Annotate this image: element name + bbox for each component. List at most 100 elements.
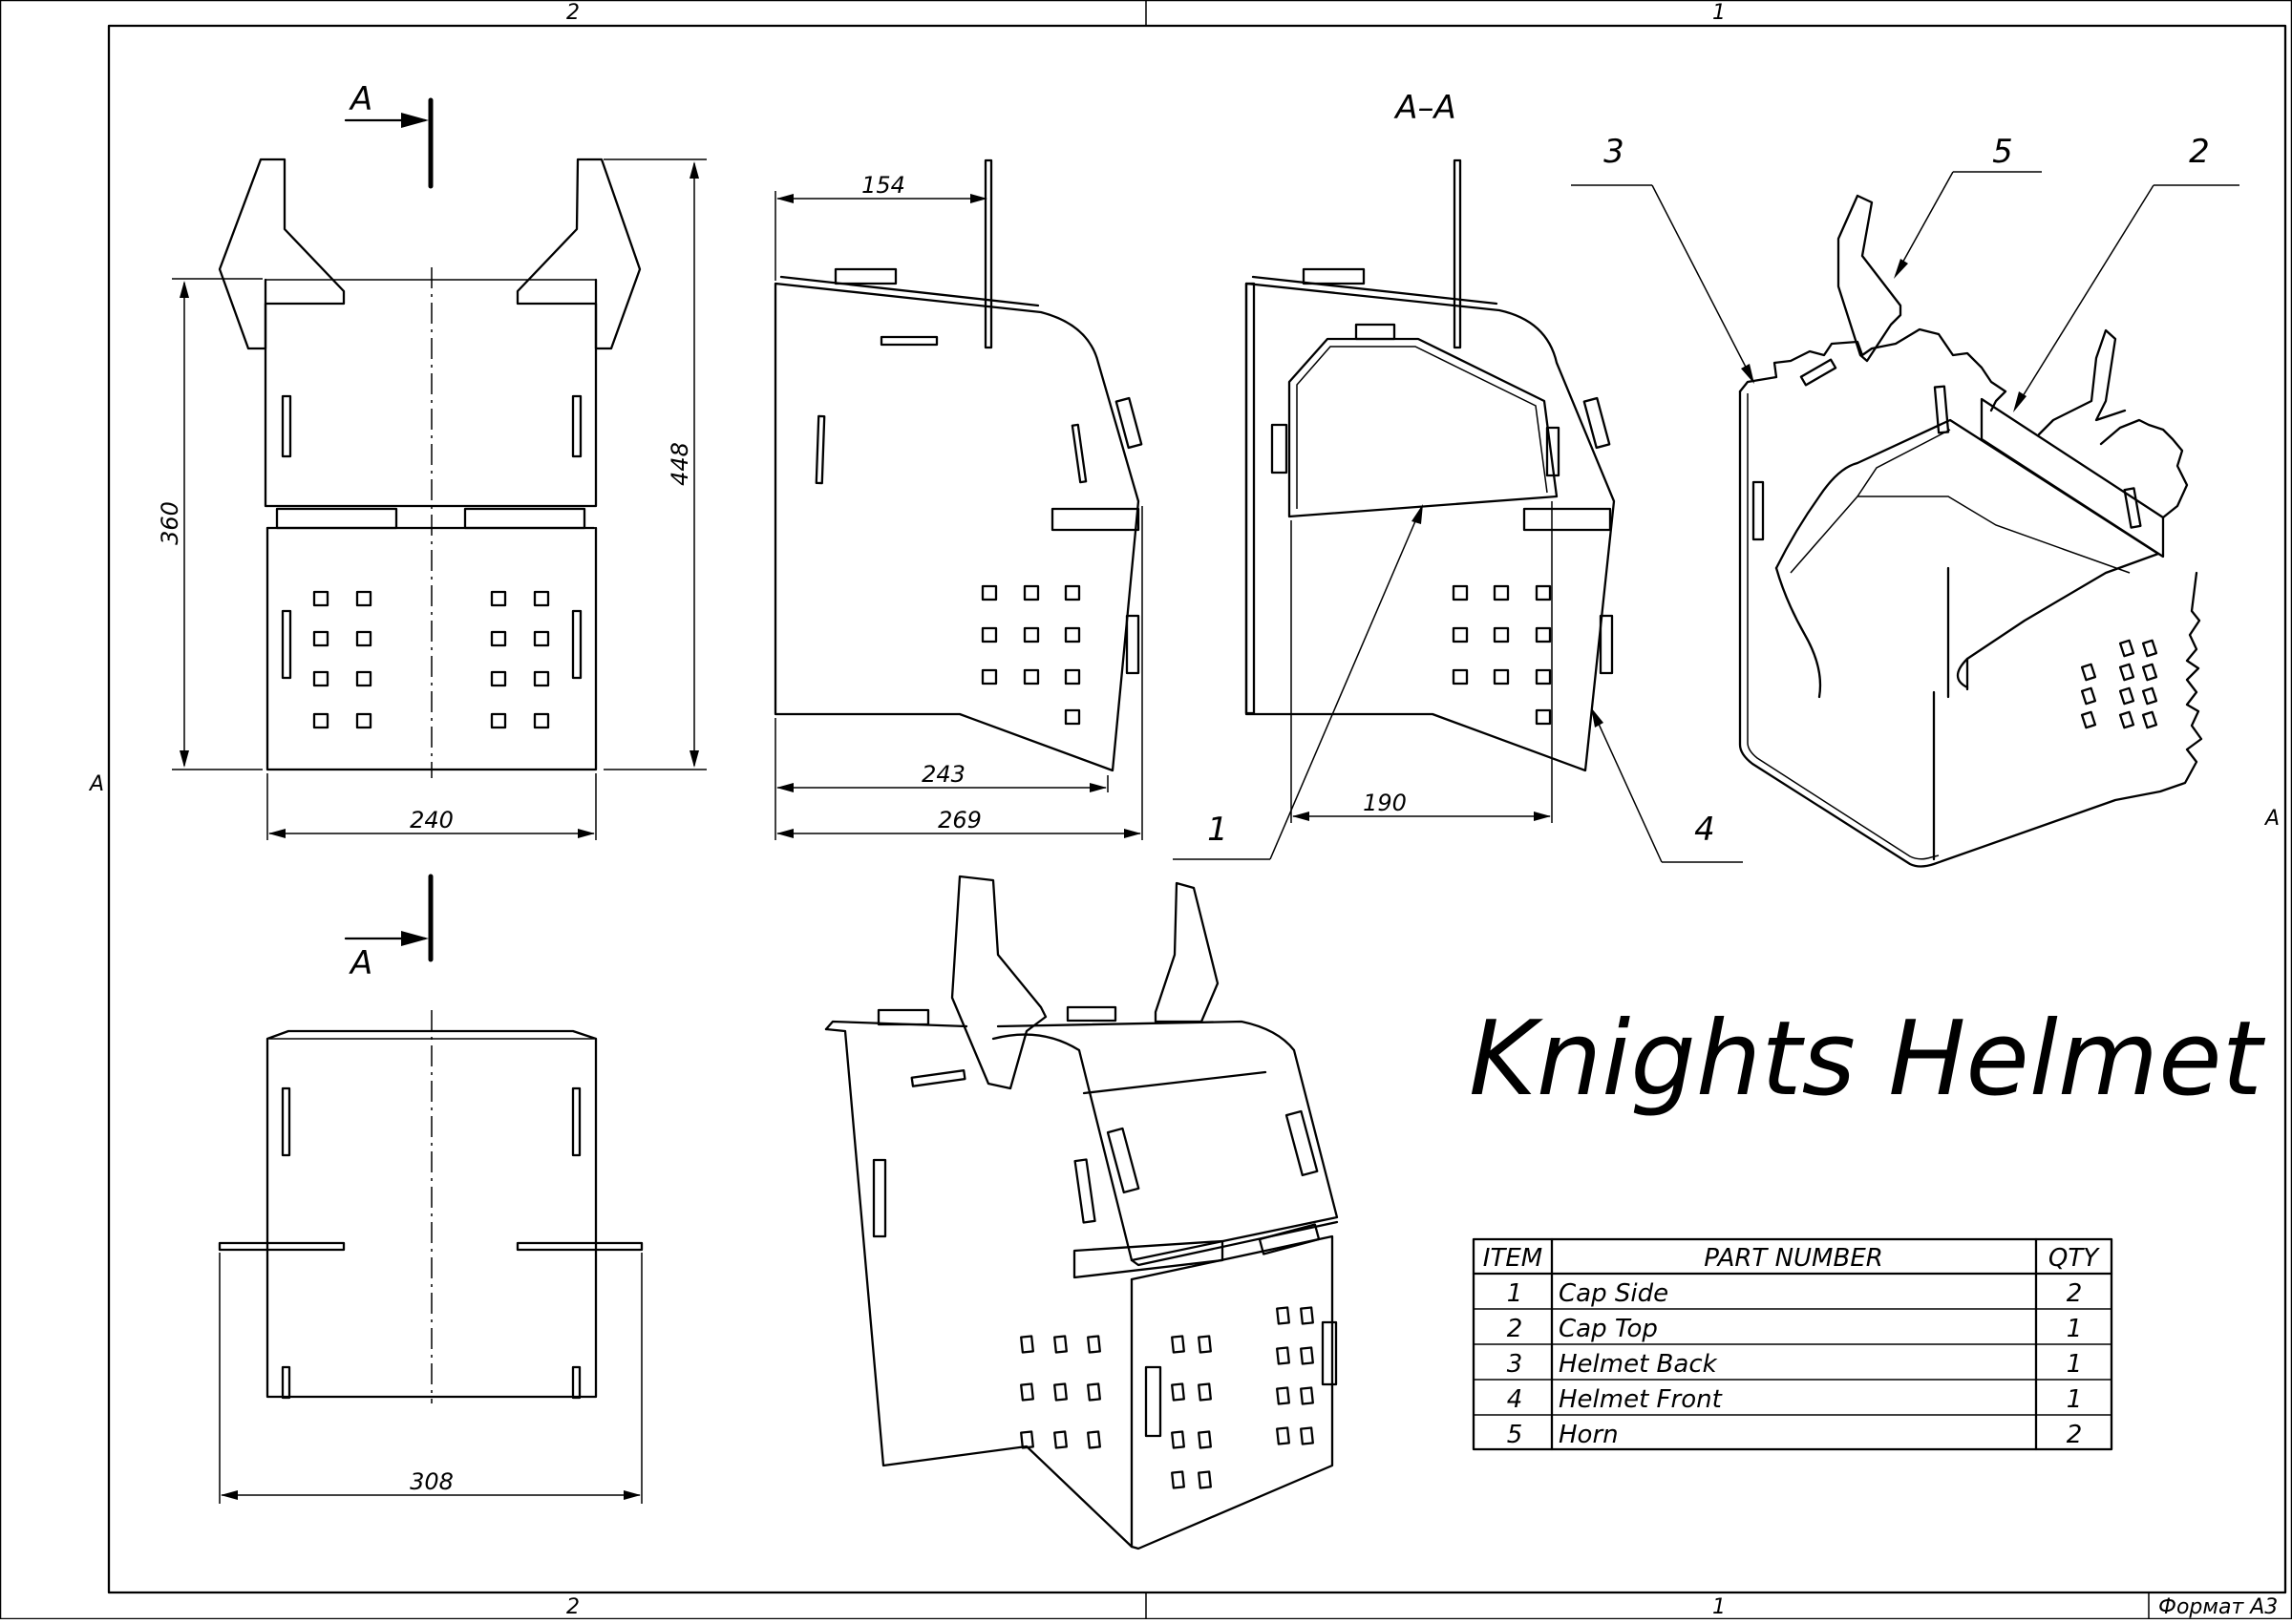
vent-hole [1171, 1382, 1185, 1402]
vent-hole [1276, 1346, 1290, 1365]
dim-448-label: 448 [667, 442, 693, 486]
vent-hole [2080, 710, 2097, 729]
table-cell-qty: 1 [2067, 1385, 2083, 1414]
table-cell-part: Horn [1559, 1421, 1619, 1449]
vent-hole [1493, 668, 1510, 685]
vent-hole [1276, 1426, 1290, 1445]
table-cell-item: 3 [1507, 1350, 1523, 1379]
leader-4 [1591, 707, 1743, 863]
vent-hole [533, 630, 550, 647]
vent-hole [533, 712, 550, 729]
dim-360 [172, 278, 263, 770]
vent-hole [1171, 1335, 1185, 1354]
vent-hole [1198, 1470, 1212, 1489]
vent-hole [2141, 639, 2158, 658]
vent-hole [1493, 584, 1510, 601]
front-view [218, 158, 642, 778]
table-cell-item: 2 [1507, 1315, 1523, 1343]
vent-hole [1020, 1382, 1034, 1402]
table-cell-item: 1 [1507, 1279, 1523, 1308]
dim-154-label: 154 [861, 172, 905, 199]
table-cell-part: Helmet Front [1559, 1385, 1723, 1414]
zone-bottom-1: 1 [1712, 1595, 1726, 1619]
vent-hole [1276, 1386, 1290, 1405]
section-marker-bottom [344, 874, 434, 962]
vent-hole [1300, 1386, 1314, 1405]
vent-hole [2141, 686, 2158, 706]
dim-243 [775, 718, 1109, 840]
vent-hole [1535, 584, 1552, 601]
vent-hole [355, 712, 372, 729]
table-cell-qty: 1 [2067, 1315, 2083, 1343]
format-label: Формат А3 [2158, 1595, 2278, 1619]
section-label-top: A [349, 80, 372, 118]
vent-hole [1087, 1430, 1101, 1449]
vent-hole [355, 670, 372, 687]
vent-hole [1023, 668, 1040, 685]
vent-hole [2141, 710, 2158, 729]
vent-hole [981, 668, 998, 685]
dim-448 [604, 158, 707, 770]
vent-hole [1198, 1335, 1212, 1354]
table-cell-part: Cap Side [1559, 1279, 1668, 1308]
balloon-4: 4 [1694, 811, 1715, 849]
vent-hole [2080, 663, 2097, 682]
table-header-part: PART NUMBER [1704, 1244, 1883, 1273]
section-marker-top [344, 97, 434, 189]
table-cell-qty: 2 [2067, 1279, 2083, 1308]
bottom-view [218, 1010, 644, 1403]
vent-hole [533, 590, 550, 607]
side-view [774, 158, 1143, 772]
section-view-label: A–A [1393, 89, 1456, 127]
zone-right-a: A [2263, 807, 2280, 831]
dim-240-label: 240 [410, 807, 454, 833]
vent-hole [1276, 1306, 1290, 1325]
vent-hole [2118, 663, 2135, 682]
table-cell-part: Helmet Back [1559, 1350, 1718, 1379]
vent-hole [2118, 710, 2135, 729]
vent-hole [1020, 1430, 1034, 1449]
vent-hole [2080, 686, 2097, 706]
vent-hole [1493, 626, 1510, 643]
dim-240 [266, 773, 597, 840]
dim-154 [775, 191, 987, 281]
drawing-title: Knights Helmet [1469, 1000, 2266, 1119]
vent-hole [1198, 1382, 1212, 1402]
vent-hole [490, 712, 507, 729]
dim-308-label: 308 [410, 1468, 454, 1495]
zone-bottom-2: 2 [566, 1595, 580, 1619]
balloon-3: 3 [1603, 133, 1624, 171]
vent-hole [2118, 686, 2135, 706]
dim-269-label: 269 [938, 807, 982, 833]
vent-hole [1053, 1335, 1068, 1354]
vent-hole [490, 670, 507, 687]
vent-hole [1064, 708, 1081, 726]
iso-view-assembled [824, 875, 1339, 1550]
section-view [1244, 158, 1616, 772]
vent-hole [533, 670, 550, 687]
vent-hole [312, 670, 329, 687]
parts-table [1472, 1237, 2113, 1451]
vent-hole [1064, 626, 1081, 643]
vent-hole [1300, 1346, 1314, 1365]
leader-2 [2013, 184, 2239, 412]
vent-hole [1198, 1430, 1212, 1449]
dim-243-label: 243 [922, 761, 966, 788]
leader-5 [1894, 171, 2042, 279]
vent-hole [1171, 1430, 1185, 1449]
dim-269 [776, 506, 1143, 840]
vent-hole [1020, 1335, 1034, 1354]
table-cell-item: 5 [1507, 1421, 1523, 1449]
zone-top-1: 1 [1712, 1, 1726, 25]
vent-hole [312, 590, 329, 607]
leader-3 [1571, 184, 1754, 384]
vent-hole [1053, 1430, 1068, 1449]
table-cell-item: 4 [1507, 1385, 1523, 1414]
vent-hole [1535, 626, 1552, 643]
vent-hole [355, 590, 372, 607]
vent-hole [981, 626, 998, 643]
zone-left-a: A [88, 772, 104, 796]
vent-hole [1452, 584, 1469, 601]
